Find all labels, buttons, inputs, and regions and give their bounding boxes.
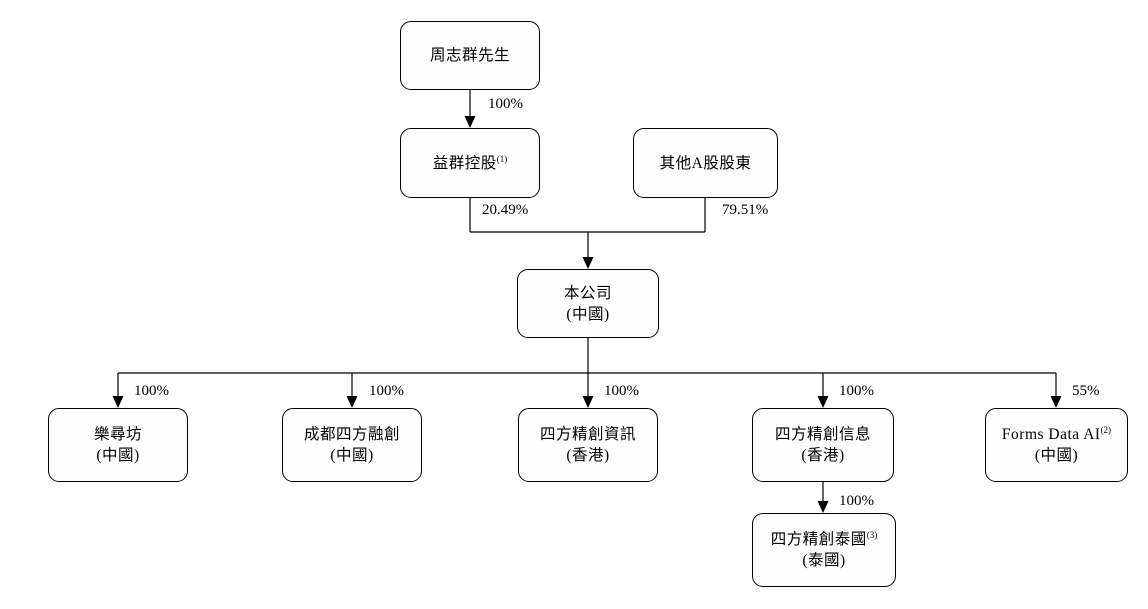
ownership-label: 100% <box>839 383 874 399</box>
node-forms-data-ai: Forms Data AI(2) (中國) <box>985 408 1128 482</box>
node-label: 四方精創資訊 <box>539 426 636 443</box>
node-label: 周志群先生 <box>429 47 510 64</box>
footnote-ref: (3) <box>866 529 878 540</box>
node-label: 其他A股股東 <box>659 154 752 172</box>
ownership-label: 100% <box>604 383 639 399</box>
ownership-label: 20.49% <box>482 202 529 218</box>
node-label: 四方精創泰國 <box>770 531 867 548</box>
node-yiqun-holdings: 益群控股(1) <box>400 128 540 198</box>
arrowhead <box>817 501 829 513</box>
ownership-label: 55% <box>1072 383 1100 399</box>
node-other-a-shareholders: 其他A股股東 <box>633 128 778 198</box>
node-sifang-thailand: 四方精創泰國(3) (泰國) <box>752 513 896 587</box>
node-sifang-hk-info2: 四方精創信息 (香港) <box>752 408 894 482</box>
node-chengdu-sifang: 成都四方融創 (中國) <box>282 408 422 482</box>
node-the-company: 本公司 (中國) <box>517 269 659 338</box>
arrowhead <box>817 396 829 408</box>
node-label: 樂尋坊 <box>93 426 142 443</box>
node-label: 益群控股 <box>432 154 497 172</box>
node-label: 本公司 <box>563 284 612 302</box>
node-location: (香港) <box>566 447 610 464</box>
arrowhead <box>1050 396 1062 408</box>
node-label: 成都四方融創 <box>303 426 400 443</box>
arrowhead <box>582 257 594 269</box>
node-location: (香港) <box>801 447 845 464</box>
node-label: Forms Data AI <box>1001 426 1101 443</box>
node-location: (中國) <box>96 447 140 464</box>
ownership-label: 100% <box>134 383 169 399</box>
arrowhead <box>582 396 594 408</box>
arrowhead <box>464 116 476 128</box>
node-location: (中國) <box>566 305 610 323</box>
ownership-label: 100% <box>839 493 874 509</box>
node-location: (泰國) <box>802 552 846 569</box>
node-location: (中國) <box>1034 447 1079 464</box>
ownership-label: 79.51% <box>722 202 769 218</box>
arrowhead <box>112 396 124 408</box>
arrowhead <box>346 396 358 408</box>
node-mr-zhou: 周志群先生 <box>400 21 540 90</box>
node-sifang-hk-info1: 四方精創資訊 (香港) <box>518 408 658 482</box>
ownership-label: 100% <box>488 96 523 112</box>
footnote-ref: (2) <box>1100 424 1112 435</box>
footnote-ref: (1) <box>496 153 508 164</box>
node-label: 四方精創信息 <box>774 426 871 443</box>
node-lexunfang: 樂尋坊 (中國) <box>48 408 188 482</box>
node-location: (中國) <box>330 447 374 464</box>
ownership-label: 100% <box>369 383 404 399</box>
